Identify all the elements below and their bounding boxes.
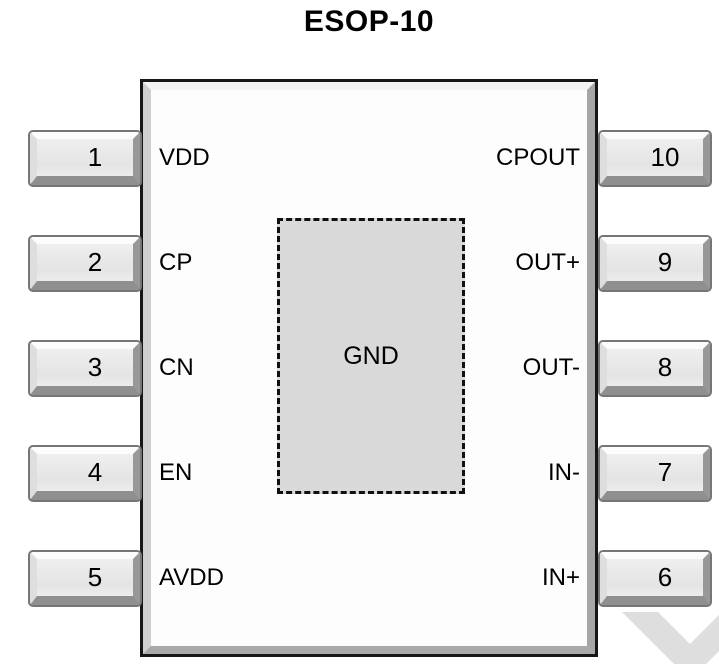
pin-label-vdd: VDD [159,144,210,171]
pin-2-number: 2 [87,247,103,277]
pin-label-en: EN [159,459,193,486]
pin-9: 9 [598,235,712,292]
pin-2: 2 [28,235,142,292]
pin-4-number: 4 [87,457,103,487]
pin-label-avdd: AVDD [159,564,224,591]
pin-8: 8 [598,340,712,397]
pin-8-number: 8 [657,352,673,382]
exposed-pad: GND [277,218,465,494]
ic-package-body [140,79,598,657]
pin-10: 10 [598,130,712,187]
pin-1: 1 [28,130,142,187]
pin-6: 6 [598,550,712,607]
pin-10-number: 10 [650,142,680,172]
pin-7: 7 [598,445,712,502]
pin-8-bevel: 8 [600,342,710,395]
pin-label-inp: IN+ [541,564,580,591]
pin-3: 3 [28,340,142,397]
exposed-pad-label: GND [343,341,399,370]
pin-6-bevel: 6 [600,552,710,605]
pin-9-bevel: 9 [600,237,710,290]
pin-7-bevel: 7 [600,447,710,500]
pin-7-number: 7 [657,457,673,487]
pin-label-cn: CN [159,354,194,381]
pin-label-outm: OUT- [522,354,580,381]
pin-label-cp: CP [159,249,193,276]
pin-label-outp: OUT+ [515,249,580,276]
pin-4-bevel: 4 [30,447,140,500]
pin-3-number: 3 [87,352,103,382]
pin-label-inm: IN- [548,459,580,486]
pin-6-number: 6 [657,562,673,592]
pin-3-bevel: 3 [30,342,140,395]
pin-label-cpout: CPOUT [496,144,580,171]
pin-1-number: 1 [87,142,103,172]
pin-2-bevel: 2 [30,237,140,290]
pin-5-number: 5 [87,562,103,592]
pin-1-bevel: 1 [30,132,140,185]
pin-10-bevel: 10 [600,132,710,185]
pin-9-number: 9 [657,247,673,277]
package-title: ESOP-10 [303,5,435,38]
pin-5-bevel: 5 [30,552,140,605]
pin-4: 4 [28,445,142,502]
pin-5: 5 [28,550,142,607]
